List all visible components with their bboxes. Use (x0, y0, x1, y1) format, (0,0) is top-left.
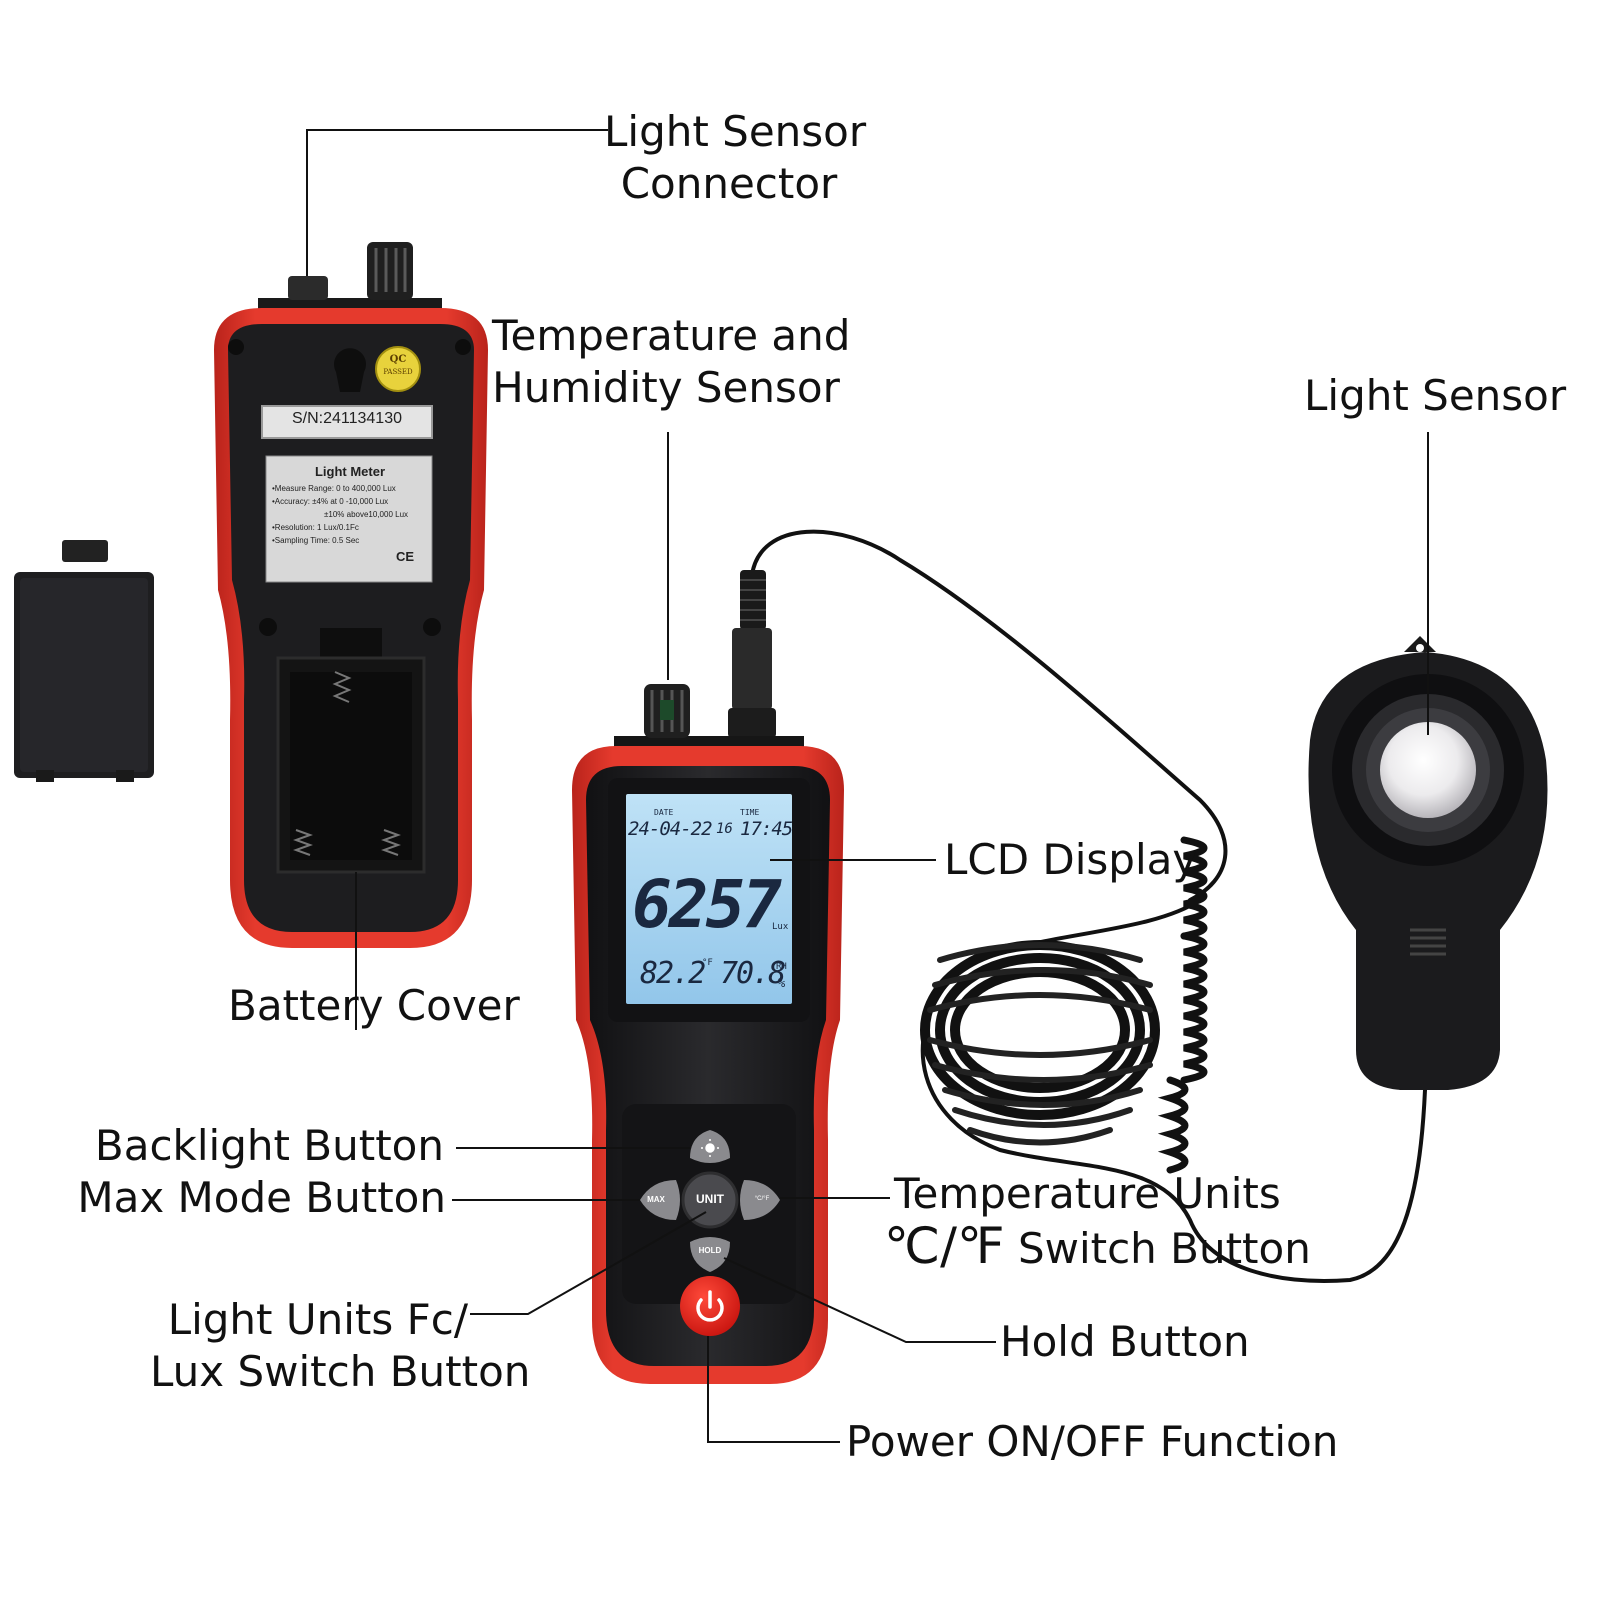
label-line: Connector (620, 159, 838, 208)
spec-line: •Resolution: 1 Lux/0.1Fc (272, 523, 359, 532)
lcd-humidity-unit-pct: % (778, 976, 786, 990)
sensor-connector-port (288, 276, 328, 300)
passed-text: PASSED (383, 368, 413, 376)
meter-front-view (572, 684, 844, 1384)
lcd-humidity: 70.8 (720, 956, 786, 991)
unit-button-label: UNIT (696, 1192, 724, 1206)
label-hold-button: Hold Button (1000, 1317, 1250, 1366)
lcd-date: 24-04-22 (628, 818, 713, 840)
label-temp-humidity-sensor: Temperature and Humidity Sensor (492, 310, 851, 414)
serial-number: S/N:241134130 (291, 410, 402, 427)
label-battery-cover: Battery Cover (228, 981, 520, 1030)
lcd-date-label: DATE (654, 808, 674, 817)
lcd-reading: 6257 (632, 866, 782, 943)
temp-unit-symbols: ℃/℉ (884, 1217, 1005, 1275)
label-line: ℃/℉ Switch Button (884, 1220, 1311, 1275)
lcd-humidity-unit-rh: RH (776, 962, 787, 972)
qc-text: QC (389, 354, 407, 365)
battery-cover-part (14, 540, 154, 782)
label-lcd-display: LCD Display (944, 835, 1198, 884)
serial-label (261, 405, 433, 439)
spec-line: ±10% above10,000 Lux (324, 510, 409, 519)
spec-panel: Light Meter •Measure Range: 0 to 400,000… (272, 462, 428, 567)
label-line: Temperature and (492, 311, 851, 360)
label-backlight-button: Backlight Button (94, 1121, 444, 1170)
sensor-cable (750, 529, 1427, 1283)
label-max-mode-button: Max Mode Button (77, 1173, 446, 1222)
unit-button[interactable] (681, 1171, 739, 1229)
label-line: Light Sensor (604, 107, 867, 156)
lcd-time: 17:45 (740, 818, 793, 840)
hold-button[interactable] (690, 1237, 730, 1272)
spec-line: •Measure Range: 0 to 400,000 Lux (272, 484, 396, 493)
label-power-function: Power ON/OFF Function (846, 1417, 1339, 1466)
temp-unit-button-label: °C/°F (754, 1196, 770, 1202)
cable-connector (728, 570, 776, 738)
qc-sticker (375, 346, 421, 392)
label-light-sensor-connector: Light Sensor Connector (604, 106, 867, 210)
lcd-temperature: 82.2 (640, 956, 706, 991)
label-line: Humidity Sensor (492, 363, 840, 412)
lcd-reading-unit: Lux (772, 922, 789, 932)
sun-icon (701, 1139, 719, 1157)
max-button[interactable] (640, 1180, 680, 1220)
label-line: Light Units Fc/ (167, 1295, 468, 1344)
temp-humidity-probe-back (367, 242, 413, 300)
light-sensor-dome (1380, 722, 1476, 818)
label-line: Temperature Units (894, 1169, 1281, 1218)
label-line: Lux Switch Button (150, 1347, 531, 1396)
label-temp-units-switch: Temperature Units ℃/℉ Switch Button (884, 1168, 1311, 1275)
meter-back-view (214, 242, 488, 948)
label-light-sensor: Light Sensor (1304, 371, 1567, 420)
spec-title: Light Meter (314, 464, 386, 479)
label-light-units-switch: Light Units Fc/ Lux Switch Button (150, 1294, 531, 1398)
leader-lines (306, 129, 1429, 1443)
lcd-hour: 16 (716, 821, 733, 837)
label-line-rest: Switch Button (1004, 1224, 1311, 1273)
power-icon (696, 1290, 724, 1322)
lcd-time-label: TIME (740, 808, 760, 817)
max-button-label: MAX (647, 1195, 665, 1204)
qc-sticker-text: QC PASSED (378, 354, 418, 378)
temp-unit-button[interactable] (740, 1180, 780, 1220)
spec-line: •Sampling Time: 0.5 Sec (272, 536, 360, 545)
spec-label (265, 455, 433, 583)
spec-line: •Accuracy: ±4% at 0 -10,000 Lux (272, 497, 389, 506)
lcd-content: DATE TIME 24-04-22 16 17:45 6257 Lux 82.… (626, 794, 793, 1004)
ce-mark: CE (395, 549, 414, 564)
lcd-temperature-unit: °F (702, 958, 713, 968)
hold-button-label: HOLD (698, 1246, 722, 1255)
lcd-screen (626, 794, 792, 1004)
